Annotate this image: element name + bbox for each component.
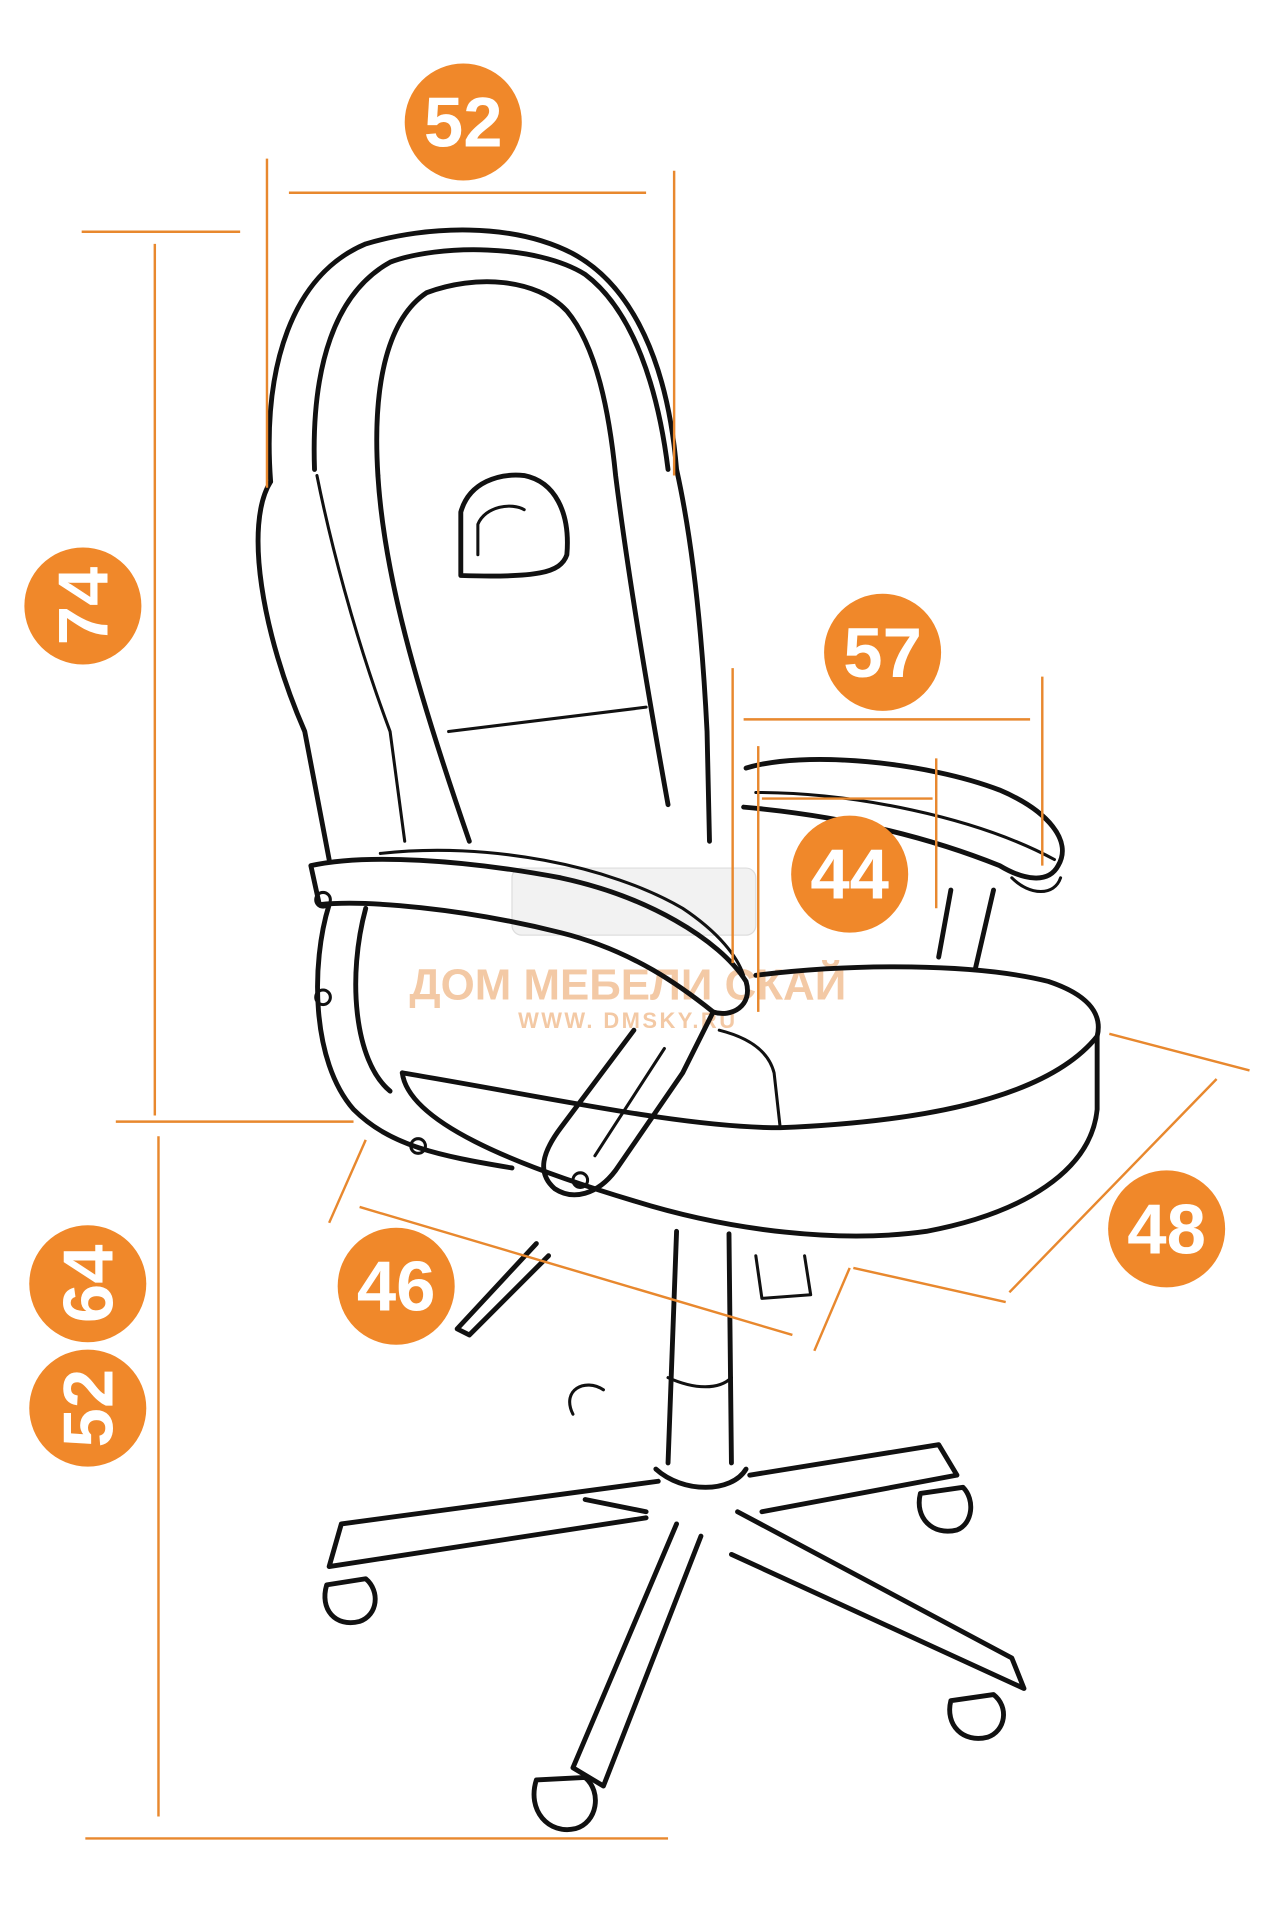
svg-text:52: 52 xyxy=(424,83,503,162)
svg-text:52: 52 xyxy=(48,1369,127,1448)
svg-text:64: 64 xyxy=(48,1244,127,1323)
badge-seat-depth: 48 xyxy=(1108,1170,1226,1288)
badge-armrest-outer-width: 57 xyxy=(824,593,942,711)
svg-text:44: 44 xyxy=(810,835,889,914)
badge-seat-height-min: 52 xyxy=(29,1349,147,1467)
svg-text:48: 48 xyxy=(1127,1189,1206,1268)
svg-text:46: 46 xyxy=(357,1247,436,1326)
watermark-url: WWW. DMSKY.RU xyxy=(518,1008,737,1033)
watermark-title: ДОМ МЕБЕЛИ СКАЙ xyxy=(409,959,846,1010)
watermark: ДОМ МЕБЕЛИ СКАЙ WWW. DMSKY.RU xyxy=(409,867,846,1033)
badge-backrest-height: 74 xyxy=(24,547,142,665)
svg-text:57: 57 xyxy=(843,613,922,692)
badge-armrest-inner-width: 44 xyxy=(791,815,909,933)
badge-seat-width: 46 xyxy=(337,1227,455,1345)
dimension-lines xyxy=(81,158,1250,1840)
badge-seat-height-max: 64 xyxy=(29,1225,147,1343)
badge-backrest-width: 52 xyxy=(404,63,522,181)
svg-text:74: 74 xyxy=(43,567,122,646)
chair-sketch xyxy=(255,227,1101,1833)
